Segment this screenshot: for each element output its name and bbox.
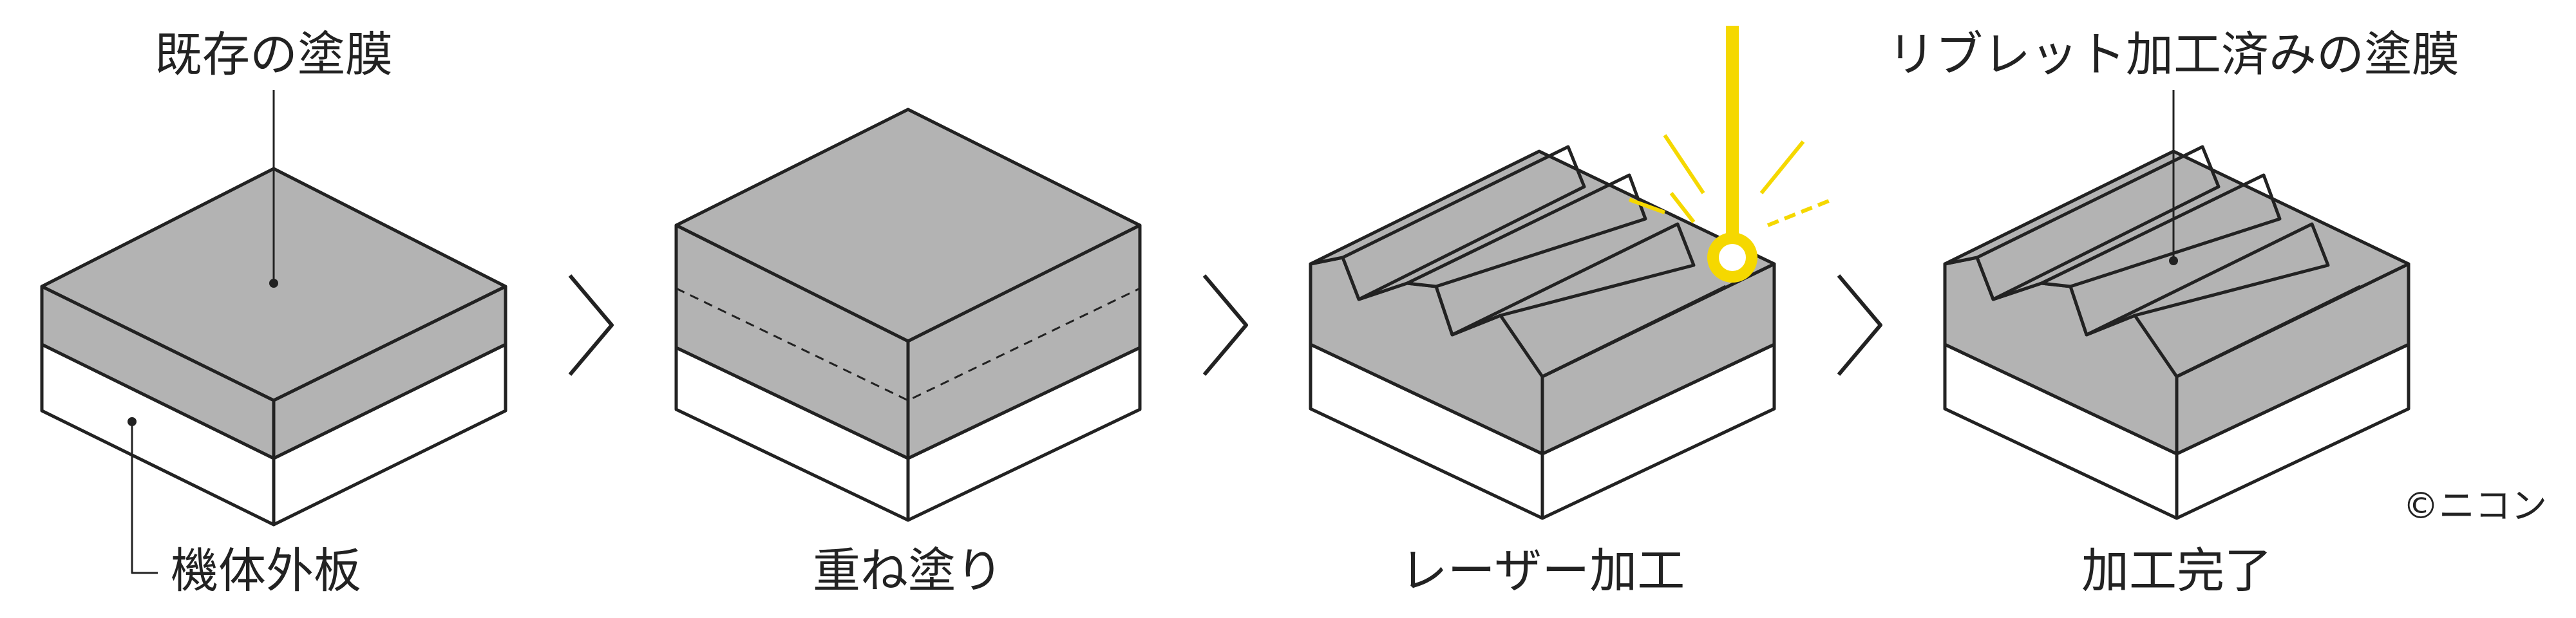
riblet-ridge: [2085, 222, 2330, 337]
coating-right-face: [906, 223, 1142, 460]
laser-ray: [1766, 198, 1833, 227]
laser-ray: [1669, 192, 1696, 223]
label-existing-coating: 既存の塗膜: [155, 27, 393, 82]
label-recoating: 重ね塗り: [813, 543, 1003, 599]
laser-spot-icon: [1707, 232, 1757, 283]
label-laser-processing: レーザー加工: [1400, 543, 1685, 599]
laser-ray: [1628, 198, 1666, 214]
step-3-block: [1309, 145, 1776, 520]
coating-right-face: [272, 285, 507, 460]
process-arrow-3: [1837, 274, 1882, 376]
riblet-ridge: [1451, 222, 1696, 337]
riblet-ridge: [1341, 145, 1586, 301]
step-2-block: [674, 108, 1142, 522]
callout-dot-riblet: [2169, 256, 2178, 265]
callout-line-plate: [131, 422, 158, 574]
label-riblet-coating: リブレット加工済みの塗膜: [1888, 27, 2459, 82]
previous-coating-line: [676, 287, 1141, 402]
riblet-ridge: [2040, 173, 2282, 288]
label-complete: 加工完了: [2081, 543, 2272, 599]
riblet-ridge: [1541, 285, 1727, 379]
riblet-ridge: [1406, 173, 1647, 288]
process-arrow-2: [1202, 274, 1248, 376]
laser-ray: [1759, 140, 1805, 194]
step-4-block: [1943, 145, 2410, 520]
laser-ray: [1663, 134, 1705, 194]
riblet-ridge: [1976, 145, 2221, 301]
riblet-ridge: [2175, 285, 2362, 379]
laser-beam: [1628, 26, 1833, 283]
callout-dot-coating: [269, 279, 278, 288]
process-arrow-1: [568, 274, 614, 376]
copyright-text: ©ニコン: [2403, 485, 2547, 527]
label-fuselage-skin: 機体外板: [171, 543, 361, 599]
